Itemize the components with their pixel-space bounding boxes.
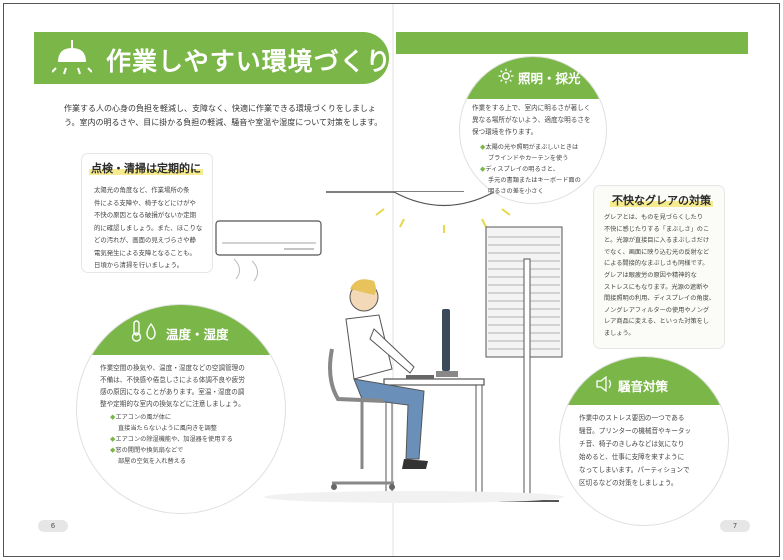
title-banner	[34, 32, 389, 84]
bullet-diamond-icon: ◆	[110, 446, 116, 454]
temperature-bullet-text: エアコンの除湿機能や、加湿器を使用する	[115, 436, 233, 443]
temperature-title: 温度・湿度	[166, 327, 229, 342]
chair	[328, 348, 385, 403]
noise-line: なってしまいます。パーティションで	[579, 466, 690, 474]
partition-pole	[523, 258, 531, 500]
glare-line: 間接照明の利用、ディスプレイの角度、	[604, 295, 715, 303]
glare-line: レア商品に変える、といった対策をし	[604, 318, 710, 326]
temperature-line: 整や定期的な室内の換気などに注意しましょう。	[100, 400, 245, 408]
cleaning-line: 的に確認しましょう。また、ほこりな	[94, 223, 203, 232]
monitor	[442, 309, 450, 371]
temperature-cap	[77, 305, 285, 355]
air-conditioner	[215, 220, 322, 256]
intro-line: 作業する人の心身の負担を軽減し、支障なく、快適に作業できる環境づくりをしましょ	[64, 104, 376, 113]
lighting-bullet-text: ブラインドやカーテンを使う	[488, 155, 569, 162]
glare-line: でなく、画面に映り込む光の反射など	[604, 248, 710, 256]
lighting-title: 照明・採光	[518, 71, 581, 86]
airflow	[233, 258, 258, 282]
noise-circle	[559, 356, 729, 526]
glare-line: 不快に感じたりする「まぶしさ」のこ	[604, 225, 710, 233]
temperature-bullet-text: 窓の開閉や換気扇などで	[115, 447, 184, 454]
page-title: 作業しやすい環境づくり	[106, 47, 392, 76]
page-gutter	[392, 4, 394, 556]
glare-line: グレアは眼疲労の原因や精神的な	[604, 271, 697, 279]
desk-top	[383, 378, 485, 386]
lighting-bullet-text: 明るさの差を小さく	[488, 188, 544, 195]
ceiling-lamp-icon	[52, 40, 92, 75]
cleaning-title-text: 点検・清掃は定期的に	[89, 162, 203, 175]
noise-body: 作業中のストレス要因の一つである 騒音。プリンターの機械音やキータッ チ音、椅子…	[579, 412, 719, 490]
light-rays	[375, 208, 511, 233]
glare-note	[594, 186, 724, 348]
sun-icon	[498, 68, 514, 84]
noise-title: 騒音対策	[618, 379, 669, 394]
temperature-bullet-text: エアコンの風が体に	[115, 414, 172, 421]
cleaning-line: 不快の原因となる破損がないか定期	[94, 211, 197, 219]
lighting-line: 異なる場所がないよう、適度な明るさを	[472, 116, 591, 124]
temperature-bullet-text: 部屋の空気を入れ替える	[118, 458, 186, 465]
page-number-left: 6	[38, 520, 68, 532]
glare-line: による間接的なまぶしさも同様です。	[604, 260, 709, 268]
bullet-diamond-icon: ◆	[110, 413, 116, 421]
person-hair	[350, 279, 376, 295]
glare-line: ましょう。	[604, 329, 635, 337]
temperature-body: 作業空間の換気や、温度・湿度などの空調管理の 不備は、不快感や倦怠しさによる体調…	[100, 362, 275, 410]
noise-line: 始めると、仕事に支障を来すように	[579, 453, 685, 461]
temperature-circle	[76, 304, 286, 514]
lighting-bullet-text: ディスプレイの明るさと、	[485, 166, 559, 173]
noise-line: 区切るなどの対策をしましょう。	[579, 479, 678, 487]
cleaning-title: 点検・清掃は定期的に	[89, 160, 203, 176]
temperature-line: 作業空間の換気や、温度・湿度などの空調管理の	[100, 364, 245, 372]
temperature-bullet-text: 直接当たらないように風向きを調整	[118, 425, 217, 432]
title-banner-extension	[396, 32, 748, 54]
bullet-diamond-icon: ◆	[480, 143, 486, 151]
glare-title-text: 不快なグレアの対策	[610, 194, 713, 207]
temperature-line: 不備は、不快感や倦怠しさによる体調不良や疲労	[100, 376, 245, 384]
person-shirt	[345, 314, 393, 380]
office-illustration	[215, 191, 564, 503]
noise-cap	[560, 357, 728, 405]
temperature-line: 感の原因になることがあります。室温・湿度の調	[100, 388, 245, 396]
noise-line: 作業中のストレス要因の一つである	[579, 414, 685, 422]
glare-body: グレアとは、ものを見づらくしたり 不快に感じたりする「まぶしさ」のこ と。光源が…	[604, 212, 729, 340]
lighting-cap	[460, 57, 606, 99]
cleaning-body: 太陽光の角度など、作業場所の条 件による支障や、椅子などにけがや 不快の原因とな…	[94, 184, 214, 272]
lighting-line: 保つ環境を作ります。	[472, 128, 538, 136]
page-number-right: 7	[720, 520, 750, 532]
glare-line: グレアとは、ものを見づらくしたり	[604, 214, 703, 221]
lighting-bullet: ◆太陽の光や照明がまぶしいときは ブラインドやカーテンを使う ◆ディスプレイの明…	[480, 142, 605, 197]
ceiling-light	[393, 191, 495, 206]
page-spread: 作業しやすい環境づくり 作業する人の心身の負担を軽減し、支障なく、快適に作業でき…	[3, 3, 780, 557]
glare-title: 不快なグレアの対策	[610, 192, 713, 208]
glare-line: ストレスにもなります。光源の遮断や	[604, 283, 709, 291]
cleaning-line: 日頃から清掃を行いましょう。	[94, 261, 184, 269]
intro-line: う。室内の明るさや、目に掛かる負担の軽減、騒音や室温や湿度について対策をします。	[64, 118, 383, 127]
glare-line: ノングレアフィルターの使用やノング	[604, 306, 710, 314]
cleaning-line: 太陽光の角度など、作業場所の条	[94, 186, 190, 194]
lighting-body: 作業をする上で、室内に明るさが著しく 異なる場所がないよう、適度な明るさを 保つ…	[472, 102, 607, 138]
lighting-line: 作業をする上で、室内に明るさが著しく	[472, 104, 591, 112]
noise-line: チ音、椅子のきしみなどは気になり	[579, 440, 685, 448]
floor-shadow	[264, 491, 564, 503]
lighting-bullet-text: 手元の書類またはキーボード面の	[488, 177, 581, 184]
intro-text: 作業する人の心身の負担を軽減し、支障なく、快適に作業できる環境づくりをしましょ …	[64, 102, 384, 130]
lighting-bullet-text: 太陽の光や照明がまぶしいときは	[485, 144, 579, 151]
bullet-diamond-icon: ◆	[110, 435, 116, 443]
cleaning-line: 電気発生による支障となることも。	[94, 248, 196, 257]
thermometer-droplet-icon	[131, 320, 156, 342]
keyboard	[406, 375, 434, 379]
cleaning-line: どの汚れが、画面の見えづらさや静	[94, 236, 196, 244]
cleaning-line: 件による支障や、椅子などにけがや	[94, 198, 196, 207]
lighting-circle	[459, 56, 607, 204]
speaker-icon	[596, 376, 612, 392]
glare-line: と。光源が直接目に入るまぶしさだけ	[604, 237, 710, 245]
bullet-diamond-icon: ◆	[480, 165, 486, 173]
temperature-bullet: ◆エアコンの風が体に 直接当たらないように風向きを調整 ◆エアコンの除湿機能や、…	[110, 412, 270, 467]
noise-line: 騒音。プリンターの機械音やキータッ	[579, 427, 692, 435]
